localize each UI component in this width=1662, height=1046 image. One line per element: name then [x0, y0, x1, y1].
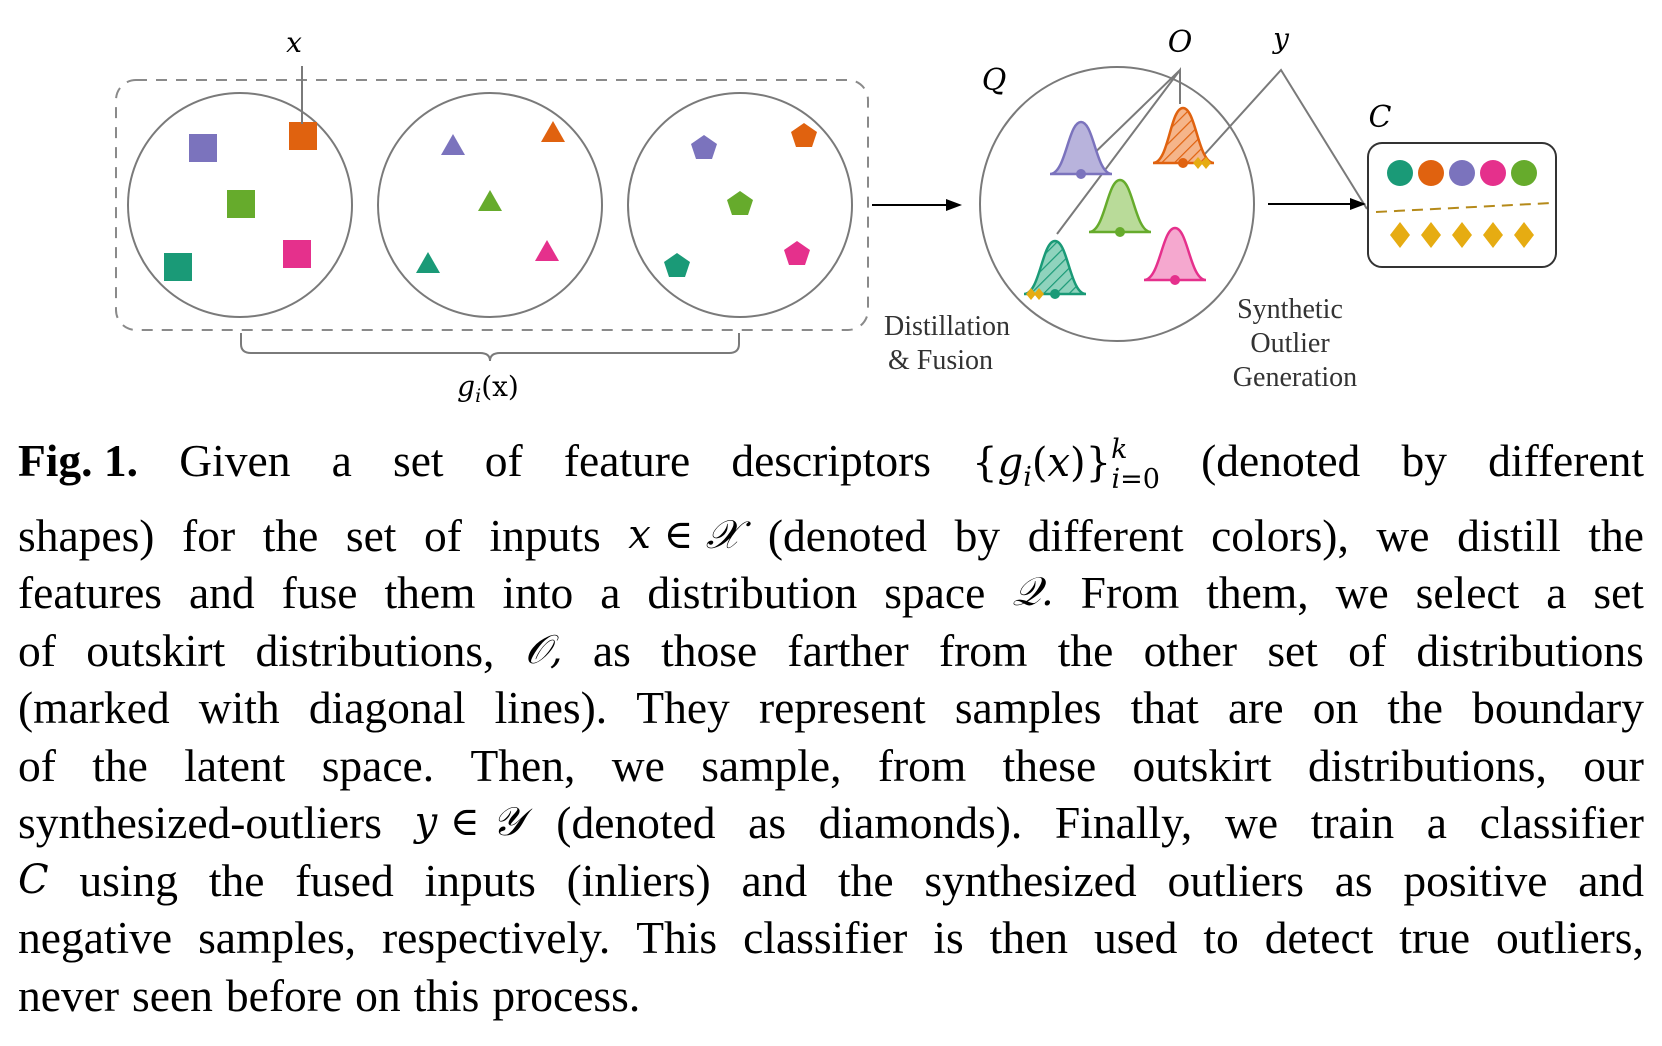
distribution-orange-outskirt [1152, 106, 1215, 169]
c-label: C [1369, 100, 1392, 135]
brace [240, 333, 740, 362]
square-purple [189, 134, 217, 162]
outlier-diamonds [1390, 222, 1534, 248]
triangle-orange [541, 121, 565, 142]
inlier-dots [1387, 160, 1537, 186]
inlier-dot-pink [1480, 160, 1506, 186]
square-pink [283, 240, 311, 268]
input-x-label: x [286, 26, 302, 59]
synthetic-label-3: Generation [1233, 362, 1357, 393]
pipeline-diagram: x gi(x) Distillation & Fusion Q O y [115, 22, 1557, 407]
inlier-dot-teal [1387, 160, 1413, 186]
decision-boundary [1375, 202, 1553, 213]
distillation-label-2: & Fusion [888, 345, 993, 376]
distribution-purple [1049, 120, 1113, 179]
outlier-diamond [1514, 222, 1534, 248]
input-circle-squares [127, 92, 353, 318]
outlier-diamond [1201, 157, 1211, 169]
outlier-diamond [1193, 157, 1203, 169]
inlier-dot-green [1511, 160, 1537, 186]
pentagon-pink [784, 241, 810, 265]
inlier-dot-purple [1449, 160, 1475, 186]
input-circle-pentagons [627, 92, 853, 318]
pentagon-teal [664, 253, 690, 277]
distribution-teal-outskirt [1023, 239, 1087, 300]
classifier-box [1367, 142, 1557, 268]
outlier-diamond [1034, 288, 1044, 300]
o-label: O [1168, 25, 1193, 60]
arrow-to-q-head [946, 199, 962, 211]
square-teal [164, 253, 192, 281]
triangle-teal [416, 252, 440, 273]
outlier-diamond [1026, 288, 1036, 300]
y-pointer-lines [1203, 68, 1368, 210]
pentagon-orange [791, 123, 817, 147]
pentagon-green [727, 191, 753, 215]
outlier-diamond [1421, 222, 1441, 248]
arrow-to-c-head [1350, 198, 1366, 210]
synthetic-label-1: Synthetic [1237, 294, 1343, 325]
input-circle-triangles [377, 92, 603, 318]
inlier-dot-orange [1418, 160, 1444, 186]
g-label: gi(x) [457, 370, 519, 407]
square-orange [289, 122, 317, 150]
input-group-box [115, 79, 869, 331]
square-green [227, 190, 255, 218]
descriptor-set-math: {gi(x)}ki=0 [972, 434, 1160, 495]
y-label: y [1271, 22, 1290, 55]
triangle-pink [535, 240, 559, 261]
triangle-purple [441, 134, 465, 155]
outlier-diamond [1452, 222, 1472, 248]
o-pointer-lines [1056, 67, 1181, 235]
distillation-label-1: Distillation [884, 311, 1010, 342]
q-label: Q [982, 63, 1007, 98]
distribution-space-circle [979, 66, 1255, 342]
synthetic-label-2: Outlier [1250, 328, 1330, 359]
pentagon-purple [691, 135, 717, 159]
distribution-green [1088, 178, 1152, 237]
distribution-pink [1143, 226, 1207, 285]
outlier-diamond [1483, 222, 1503, 248]
outlier-diamond [1390, 222, 1410, 248]
triangle-green [478, 190, 502, 211]
